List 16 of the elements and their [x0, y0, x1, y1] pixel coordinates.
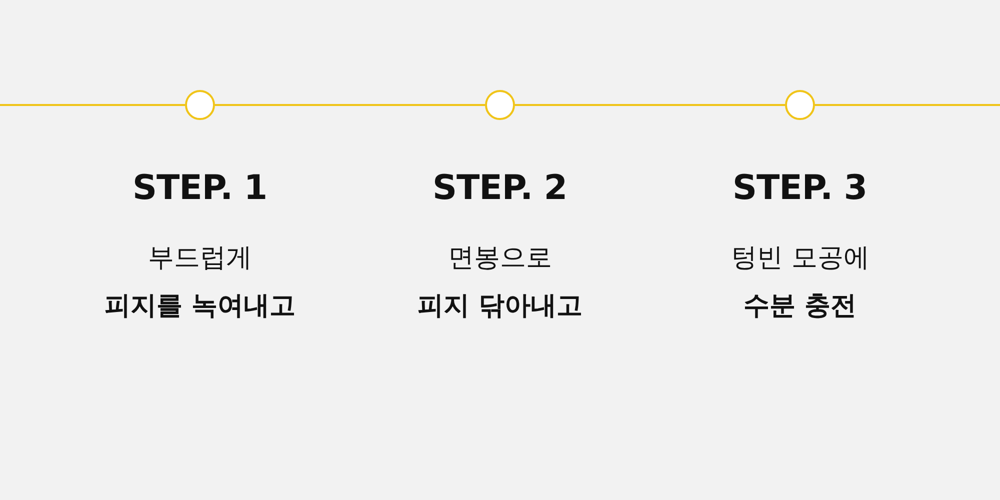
step-circle	[785, 90, 815, 120]
timeline-line	[515, 104, 785, 106]
step-description: 피지 닦아내고	[418, 290, 583, 323]
step-heading: STEP. 2	[432, 168, 567, 208]
step-description: 부드럽게	[148, 242, 252, 275]
step-description: 수분 충전	[744, 290, 857, 323]
step-circle	[485, 90, 515, 120]
timeline-line	[215, 104, 485, 106]
step-description: 텅빈 모공에	[731, 242, 870, 275]
step-heading: STEP. 3	[732, 168, 867, 208]
step-heading: STEP. 1	[132, 168, 267, 208]
timeline-line	[0, 104, 185, 106]
step-description: 피지를 녹여내고	[104, 290, 296, 323]
step-description: 면봉으로	[448, 242, 552, 275]
step-circle	[185, 90, 215, 120]
timeline-line	[815, 104, 1000, 106]
